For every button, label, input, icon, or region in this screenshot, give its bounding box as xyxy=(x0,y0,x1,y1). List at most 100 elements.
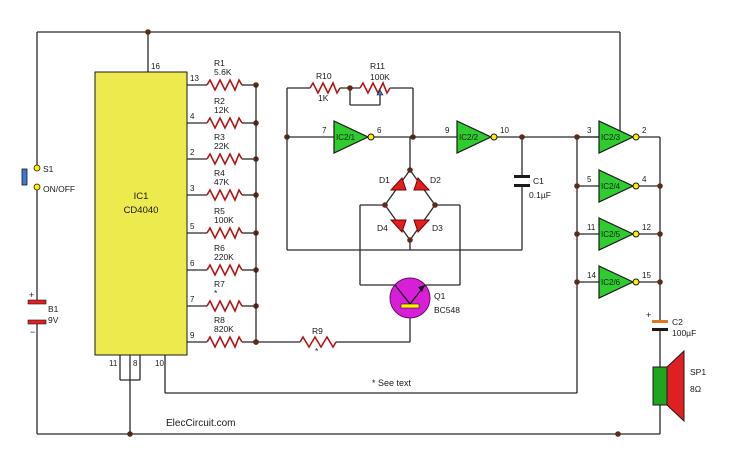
switch-s1: S1 ON/OFF xyxy=(21,164,75,194)
resistor-ref: R2 xyxy=(214,96,225,106)
junction-dot xyxy=(407,167,413,173)
ic1-pin10: 10 xyxy=(155,359,164,368)
diode-d2-label: D2 xyxy=(430,175,441,185)
gate-in-pin: 11 xyxy=(587,223,596,232)
resistor-ref: R1 xyxy=(214,58,225,68)
see-text-note: * See text xyxy=(372,378,412,388)
gate-out-pin: 6 xyxy=(377,126,382,135)
speaker-icon xyxy=(666,349,685,423)
resistor-value: * xyxy=(214,288,218,298)
resistor-ref: R4 xyxy=(214,168,225,178)
ic1-pin-label: 7 xyxy=(190,295,195,304)
diode-d4-icon xyxy=(389,219,407,233)
gate-out-pin: 12 xyxy=(642,223,651,232)
diode-bridge: D1 D2 D3 D4 xyxy=(377,169,443,241)
gate-in-pin: 7 xyxy=(322,126,327,135)
ic1-pin-label: 4 xyxy=(190,112,195,121)
gate-out-pin: 10 xyxy=(500,126,509,135)
resistor-ref: R7 xyxy=(214,279,225,289)
resistor-value: 220K xyxy=(214,252,234,262)
battery-value: 9V xyxy=(48,315,59,325)
gate-ic2-1: IC2/1 7 6 xyxy=(322,120,382,154)
gate-ic2-2: IC2/2 9 10 xyxy=(445,120,509,154)
gate-in-pin: 3 xyxy=(587,126,592,135)
gate-out-pin: 15 xyxy=(642,271,651,280)
battery-b1: + − B1 9V xyxy=(27,290,59,337)
diode-d1-icon xyxy=(389,177,407,191)
junction-dot xyxy=(615,431,621,437)
c2-plus: + xyxy=(646,310,651,320)
junction-dot xyxy=(519,134,525,140)
inverter-gate-icon xyxy=(456,120,493,154)
resistor-value: 12K xyxy=(214,105,229,115)
resistor-r7: 7 R7* xyxy=(187,279,259,313)
junction-dot xyxy=(432,202,438,208)
resistor-r1: 13 R15.6K xyxy=(187,58,259,92)
c2-ref: C2 xyxy=(672,317,683,327)
junction-dot xyxy=(347,85,353,91)
ic1-pin8: 8 xyxy=(133,359,138,368)
resistor-ref: R8 xyxy=(214,315,225,325)
resistor-value: 47K xyxy=(214,177,229,187)
oscillator-wires xyxy=(287,136,620,286)
battery-plus: + xyxy=(29,290,34,300)
resistor-ref: R5 xyxy=(214,206,225,216)
q1-part: BC548 xyxy=(434,305,460,315)
diode-d2-icon xyxy=(413,177,431,191)
ic1-pin-label: 2 xyxy=(190,148,195,157)
resistor-ref: R6 xyxy=(214,243,225,253)
ic1-pin-label: 13 xyxy=(190,74,199,83)
inverter-gate-icon xyxy=(333,120,370,154)
c2-value: 100µF xyxy=(672,328,696,338)
speaker-ref: SP1 xyxy=(690,367,706,377)
gate-label: IC2/1 xyxy=(336,133,356,142)
q1-ref: Q1 xyxy=(434,291,446,301)
gate-in-pin: 9 xyxy=(445,126,450,135)
gate-in-pin: 14 xyxy=(587,271,596,280)
gate-label: IC2/2 xyxy=(459,133,479,142)
diode-d3-icon xyxy=(413,219,431,233)
diode-d1-label: D1 xyxy=(379,175,390,185)
ic1-pin11: 11 xyxy=(109,359,118,368)
speaker-value: 8Ω xyxy=(690,384,701,394)
junction-dot xyxy=(657,183,663,189)
junction-dot xyxy=(657,231,663,237)
r9-ref: R9 xyxy=(312,326,323,336)
battery-minus: − xyxy=(30,327,35,337)
junction-dot xyxy=(574,231,580,237)
resistor-ref: R3 xyxy=(214,132,225,142)
junction-dot xyxy=(382,202,388,208)
ic1-designator: IC1 xyxy=(134,191,149,202)
gate-label: IC2/5 xyxy=(601,230,621,239)
gate-ic2-5: IC2/5 11 12 xyxy=(587,217,651,251)
junction-dot xyxy=(574,183,580,189)
inverter-gate-icon xyxy=(598,120,635,154)
feedback-network: R10 1K R11 100K xyxy=(286,61,414,250)
gate-out-pin: 4 xyxy=(642,175,647,184)
junction-dot xyxy=(407,237,413,243)
gate-label: IC2/4 xyxy=(601,182,621,191)
power-rails xyxy=(36,31,661,435)
r10-value: 1K xyxy=(318,93,329,103)
resistor-value: 820K xyxy=(214,324,234,334)
junction-dot xyxy=(145,29,151,35)
switch-label: ON/OFF xyxy=(43,184,75,194)
capacitor-c2: + C2 100µF xyxy=(646,310,696,338)
ic1-bottom-wires xyxy=(119,137,578,434)
inverter-gate-icon xyxy=(598,265,635,299)
r9-value: * xyxy=(315,346,319,356)
speaker-sp1: SP1 8Ω xyxy=(652,349,706,423)
resistor-value: 5.6K xyxy=(214,67,232,77)
gate-out-pin: 2 xyxy=(642,126,647,135)
ic1-pin-label: 5 xyxy=(190,222,195,231)
resistor-r9: R9 * xyxy=(256,318,411,356)
